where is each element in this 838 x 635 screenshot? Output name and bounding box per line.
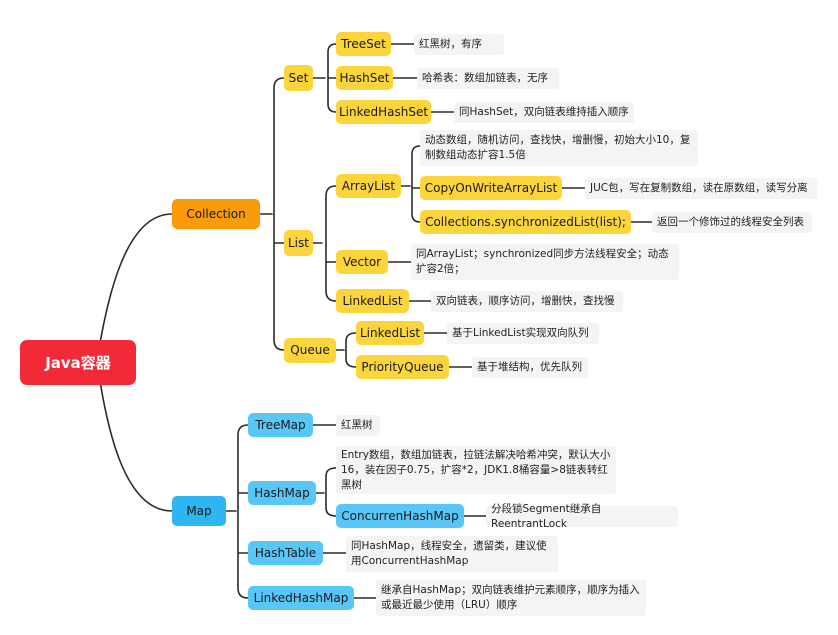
priorityqueue-note: 基于堆结构，优先队列 bbox=[472, 357, 588, 378]
map-node[interactable]: Map bbox=[172, 496, 226, 526]
collection-node[interactable]: Collection bbox=[172, 199, 260, 229]
vector-note: 同ArrayList；synchronized同步方法线程安全；动态扩容2倍； bbox=[411, 244, 679, 280]
treemap-node[interactable]: TreeMap bbox=[248, 413, 313, 437]
hashtable-node[interactable]: HashTable bbox=[248, 541, 323, 565]
copyonwritearraylist-node[interactable]: CopyOnWriteArrayList bbox=[420, 176, 562, 200]
edge-set-children bbox=[312, 43, 337, 113]
hashset-note: 哈希表：数组加链表，无序 bbox=[417, 68, 559, 89]
treeset-node[interactable]: TreeSet bbox=[336, 32, 391, 56]
root-node[interactable]: Java容器 bbox=[20, 340, 136, 385]
hashmap-node[interactable]: HashMap bbox=[248, 481, 316, 505]
queue-linkedlist-node[interactable]: LinkedList bbox=[356, 321, 424, 345]
edge-map-children bbox=[225, 424, 249, 599]
treeset-note: 红黑树，有序 bbox=[414, 34, 504, 55]
queue-linkedlist-note: 基于LinkedList实现双向队列 bbox=[447, 323, 599, 344]
linkedhashset-node[interactable]: LinkedHashSet bbox=[336, 100, 431, 124]
concurrenhashmap-note: 分段锁Segment继承自ReentrantLock bbox=[486, 503, 678, 530]
list-node[interactable]: List bbox=[284, 230, 313, 256]
edge-root-map bbox=[99, 380, 173, 512]
synchronizedlist-node[interactable]: Collections.synchronizedList(list); bbox=[420, 210, 631, 234]
hashset-node[interactable]: HashSet bbox=[336, 66, 393, 90]
queue-node[interactable]: Queue bbox=[284, 338, 336, 363]
edge-root-collection bbox=[99, 213, 173, 344]
arraylist-node[interactable]: ArrayList bbox=[336, 174, 401, 198]
vector-node[interactable]: Vector bbox=[336, 250, 388, 274]
edge-arraylist-children bbox=[400, 145, 421, 223]
set-node[interactable]: Set bbox=[284, 65, 313, 91]
list-linkedlist-note: 双向链表，顺序访问，增删快，查找慢 bbox=[431, 291, 623, 312]
linkedhashmap-node[interactable]: LinkedHashMap bbox=[248, 586, 354, 610]
hashtable-note: 同HashMap，线程安全，遗留类，建议使用ConcurrentHashMap bbox=[346, 536, 558, 572]
edge-list-children bbox=[312, 185, 337, 302]
list-linkedlist-node[interactable]: LinkedList bbox=[336, 289, 409, 313]
arraylist-note: 动态数组，随机访问，查找快，增删慢，初始大小10，复制数组动态扩容1.5倍 bbox=[420, 130, 698, 166]
edge-collection-children bbox=[259, 77, 285, 351]
edge-queue-children bbox=[335, 332, 357, 368]
linkedhashset-note: 同HashSet，双向链表维持插入顺序 bbox=[454, 102, 634, 123]
edge-hashmap-children bbox=[315, 467, 337, 517]
synchronizedlist-note: 返回一个修饰过的线程安全列表 bbox=[652, 212, 812, 233]
linkedhashmap-note: 继承自HashMap；双向链表维护元素顺序，顺序为插入或最近最少使用（LRU）顺… bbox=[376, 580, 646, 616]
copyonwritearraylist-note: JUC包，写在复制数组，读在原数组，读写分离 bbox=[585, 178, 817, 199]
treemap-note: 红黑树 bbox=[336, 415, 380, 436]
hashmap-note: Entry数组，数组加链表，拉链法解决哈希冲突，默认大小16，装在因子0.75，… bbox=[336, 446, 616, 494]
priorityqueue-node[interactable]: PriorityQueue bbox=[356, 355, 449, 379]
concurrenhashmap-node[interactable]: ConcurrenHashMap bbox=[336, 504, 464, 528]
